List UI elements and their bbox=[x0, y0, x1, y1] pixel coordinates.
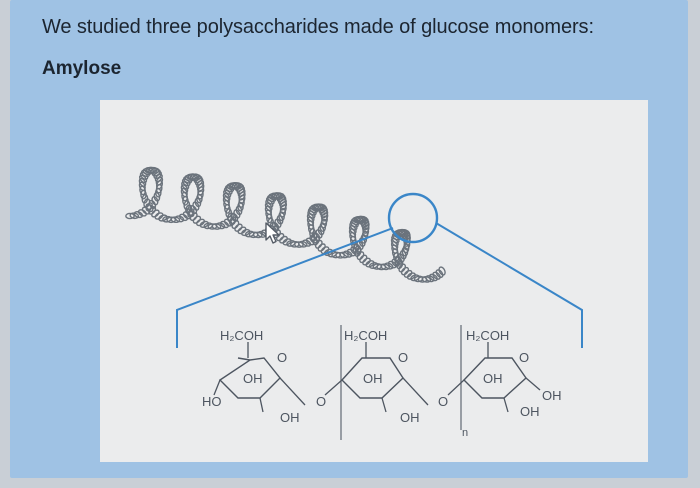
helix-bead bbox=[354, 247, 362, 257]
amylose-figure: H₂COH O OH HO OH O H₂COH O OH OH O H₂COH… bbox=[100, 100, 648, 462]
zoom-line-left bbox=[176, 227, 394, 348]
ch2oh-label-2: H₂COH bbox=[344, 328, 387, 343]
ch2oh-label-3: H₂COH bbox=[466, 328, 509, 343]
helix-bead bbox=[192, 201, 200, 211]
helix-bead bbox=[396, 259, 404, 270]
helix-bead bbox=[237, 226, 247, 235]
helix-bead bbox=[189, 212, 198, 221]
helix-bead bbox=[314, 239, 323, 249]
oh-bottom-label-3: OH bbox=[520, 404, 540, 419]
ho-label: HO bbox=[202, 394, 222, 409]
oh-mid-label-3: OH bbox=[483, 371, 503, 386]
oh-bottom-label-1: OH bbox=[280, 410, 300, 425]
helix-bead bbox=[238, 191, 246, 201]
ch2oh-label-1: H₂COH bbox=[220, 328, 263, 343]
amylose-diagram: H₂COH O OH HO OH O H₂COH O OH OH O H₂COH… bbox=[125, 166, 583, 440]
helix-bead bbox=[231, 220, 240, 230]
helix-bead bbox=[403, 269, 413, 278]
helix-bead bbox=[398, 263, 407, 273]
repeat-n-label: n bbox=[462, 427, 468, 439]
helix-bead bbox=[312, 236, 320, 246]
helix-bead bbox=[432, 271, 441, 280]
ring-o-label-2: O bbox=[398, 350, 408, 365]
helix-bead bbox=[435, 269, 444, 278]
helix-bead bbox=[192, 215, 202, 224]
helix-bead bbox=[233, 209, 241, 219]
linker-o-label-1: O bbox=[316, 394, 326, 409]
helix-bead bbox=[279, 201, 288, 211]
helix-bead bbox=[234, 223, 243, 232]
helix-bead bbox=[400, 266, 410, 276]
oh-bottom-label-2: OH bbox=[400, 410, 420, 425]
helix-bead bbox=[362, 257, 371, 266]
zoom-line-right bbox=[435, 222, 583, 348]
helix-bead bbox=[406, 272, 417, 280]
helix-bead bbox=[125, 212, 135, 220]
helix-bead bbox=[365, 260, 375, 268]
linker-o-label-2: O bbox=[438, 394, 448, 409]
amylose-helix bbox=[125, 166, 446, 283]
helix-bead bbox=[178, 213, 189, 222]
glucose-unit-3 bbox=[447, 342, 541, 413]
helix-bead bbox=[151, 209, 160, 218]
helix-bead bbox=[195, 218, 206, 227]
helix-bead bbox=[359, 254, 368, 264]
helix-bead bbox=[196, 182, 205, 193]
helix-bead bbox=[279, 235, 288, 244]
oh-mid-label-2: OH bbox=[363, 371, 383, 386]
oh-mid-label-1: OH bbox=[243, 371, 263, 386]
helix-bead bbox=[339, 251, 349, 259]
ring-o-label-1: O bbox=[277, 350, 287, 365]
amylose-label: Amylose bbox=[42, 58, 122, 79]
glucose-unit-1 bbox=[213, 342, 306, 413]
arrow-cursor-icon bbox=[265, 222, 280, 244]
helix-bead bbox=[151, 195, 159, 206]
helix-bead bbox=[317, 243, 326, 252]
helix-bead bbox=[154, 212, 164, 220]
magnifier-circle bbox=[387, 192, 439, 244]
helix-bead bbox=[143, 198, 151, 208]
helix-bead bbox=[438, 266, 446, 276]
question-heading: We studied three polysaccharides made of… bbox=[42, 16, 594, 38]
glucose-unit-2 bbox=[324, 342, 429, 413]
helix-bead bbox=[356, 251, 365, 261]
ring-o-label-3: O bbox=[519, 350, 529, 365]
oh-right-label: OH bbox=[542, 388, 562, 403]
helix-bead bbox=[137, 209, 147, 217]
